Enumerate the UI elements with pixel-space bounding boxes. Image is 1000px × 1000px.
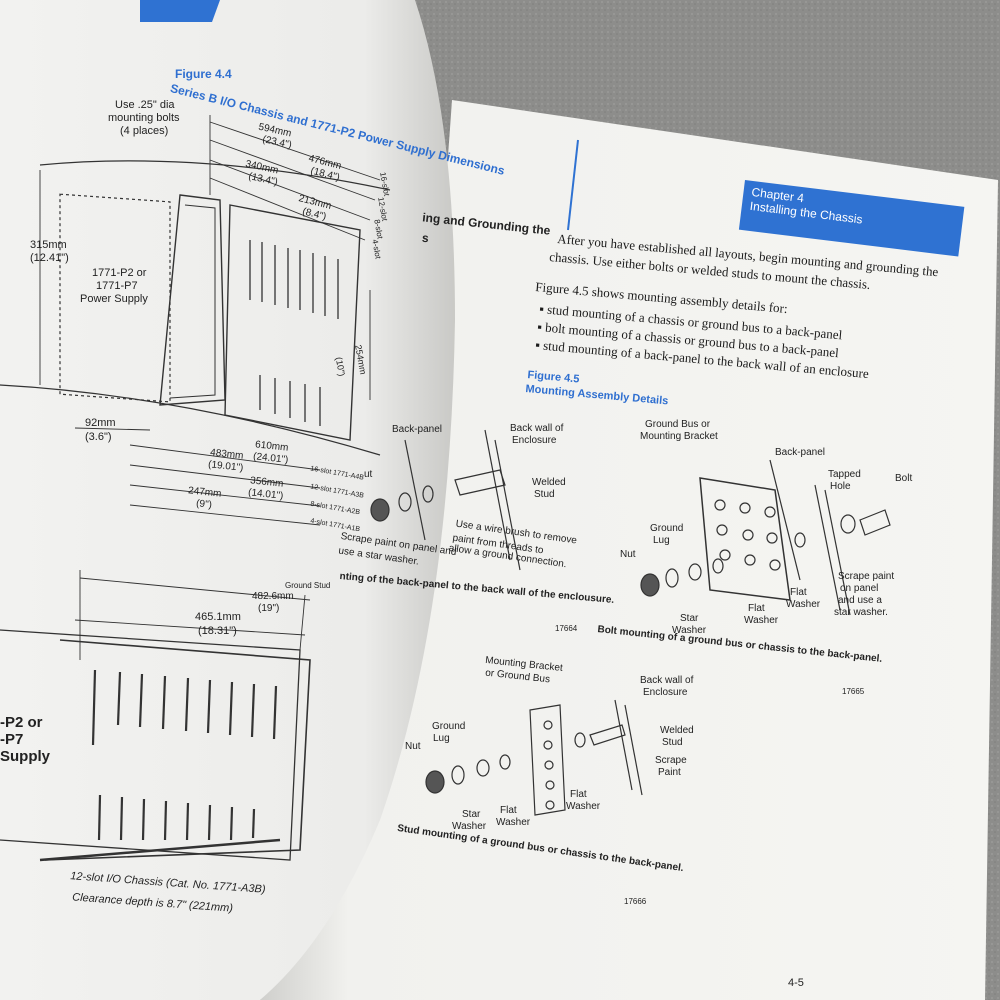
pb-flat-b-1: Flat bbox=[790, 587, 807, 598]
dim-465-mm: 465.1mm bbox=[195, 611, 241, 623]
pb-nut: Nut bbox=[620, 549, 636, 560]
bolts-note-line-2: mounting bolts bbox=[108, 112, 180, 124]
dim-254-in: (10") bbox=[333, 356, 347, 377]
pc-star-2: Washer bbox=[452, 821, 487, 832]
pa-id: 17664 bbox=[555, 624, 578, 633]
pc-welded-1: Welded bbox=[660, 725, 694, 736]
pc-flat-a-2: Washer bbox=[496, 817, 531, 828]
power-supply-line-2: 1771-P7 bbox=[96, 280, 138, 292]
left-page-chapter-tab bbox=[140, 0, 220, 22]
pc-star-1: Star bbox=[462, 809, 481, 820]
ground-stud-label: Ground Stud bbox=[285, 581, 331, 590]
pb-back-panel: Back-panel bbox=[775, 447, 826, 458]
dim-315-in: (12.41") bbox=[30, 252, 69, 264]
pa-back-wall-2: Enclosure bbox=[512, 435, 557, 446]
power-supply-line-3: Power Supply bbox=[80, 293, 148, 305]
gutter-heading-2: s bbox=[421, 230, 430, 246]
dim-315-mm: 315mm bbox=[30, 239, 67, 251]
dim-92-in: (3.6") bbox=[85, 431, 112, 443]
pb-flat-b-2: Washer bbox=[786, 599, 821, 610]
power-supply-bottom-1: -P2 or bbox=[0, 714, 43, 731]
power-supply-bottom-2: -P7 bbox=[0, 731, 24, 748]
pb-id: 17665 bbox=[842, 687, 865, 696]
pb-flat-a-1: Flat bbox=[748, 603, 765, 614]
figure-4-5-panel-c bbox=[425, 699, 643, 816]
dim-92-mm: 92mm bbox=[85, 417, 116, 429]
bolts-note-line-3: (4 places) bbox=[120, 125, 169, 137]
pb-scrape-1: Scrape paint bbox=[838, 571, 895, 582]
pc-ground-lug-1: Ground bbox=[432, 721, 466, 732]
pc-back-wall-2: Enclosure bbox=[643, 687, 688, 698]
pb-ground-bus-1: Ground Bus or bbox=[645, 419, 711, 430]
dim-482-mm: 482.6mm bbox=[252, 591, 294, 602]
pa-welded-1: Welded bbox=[532, 477, 566, 488]
dim-247-in: (9") bbox=[195, 498, 213, 511]
pc-back-wall-1: Back wall of bbox=[640, 675, 694, 686]
pa-back-wall-1: Back wall of bbox=[510, 423, 564, 434]
figure-4-5-panel-b bbox=[640, 459, 891, 616]
pb-scrape-4: star washer. bbox=[834, 607, 888, 618]
pc-scrape-2: Paint bbox=[658, 767, 681, 778]
bolts-note-line-1: Use .25" dia bbox=[115, 99, 175, 111]
pb-star-2: Washer bbox=[672, 625, 707, 636]
left-page bbox=[0, 0, 455, 1000]
pb-ground-bus-2: Mounting Bracket bbox=[640, 431, 718, 442]
pb-star-1: Star bbox=[680, 613, 699, 624]
pc-flat-a-1: Flat bbox=[500, 805, 517, 816]
pc-nut: Nut bbox=[405, 741, 421, 752]
pc-scrape-1: Scrape bbox=[655, 755, 687, 766]
pb-tapped-2: Hole bbox=[830, 481, 851, 492]
pb-ground-lug-1: Ground bbox=[650, 523, 684, 534]
dim-465-in: (18.31") bbox=[198, 625, 237, 637]
pc-welded-2: Stud bbox=[662, 737, 683, 748]
pa-welded-2: Stud bbox=[534, 489, 555, 500]
pa-back-panel: Back-panel bbox=[392, 424, 443, 435]
pb-flat-a-2: Washer bbox=[744, 615, 779, 626]
pb-scrape-3: and use a bbox=[838, 595, 882, 606]
dim-482-in: (19") bbox=[258, 603, 280, 614]
pc-flat-b-1: Flat bbox=[570, 789, 587, 800]
power-supply-line-1: 1771-P2 or bbox=[92, 267, 147, 279]
pb-scrape-2: on panel bbox=[840, 583, 879, 594]
pb-tapped-1: Tapped bbox=[828, 469, 861, 480]
pb-bolt: Bolt bbox=[895, 473, 913, 484]
pb-ground-lug-2: Lug bbox=[653, 535, 670, 546]
right-page-rule bbox=[567, 139, 579, 231]
figure-4-4-drawing bbox=[0, 115, 391, 862]
figure-4-5-panel-a bbox=[370, 429, 521, 571]
figure-4-4-number: Figure 4.4 bbox=[175, 67, 232, 81]
pc-id: 17666 bbox=[624, 897, 647, 906]
pc-ground-lug-2: Lug bbox=[433, 733, 450, 744]
page-number: 4-5 bbox=[788, 977, 804, 989]
power-supply-bottom-3: Supply bbox=[0, 748, 51, 765]
gutter-label-nut: ut bbox=[364, 469, 373, 480]
pc-flat-b-2: Washer bbox=[566, 801, 601, 812]
